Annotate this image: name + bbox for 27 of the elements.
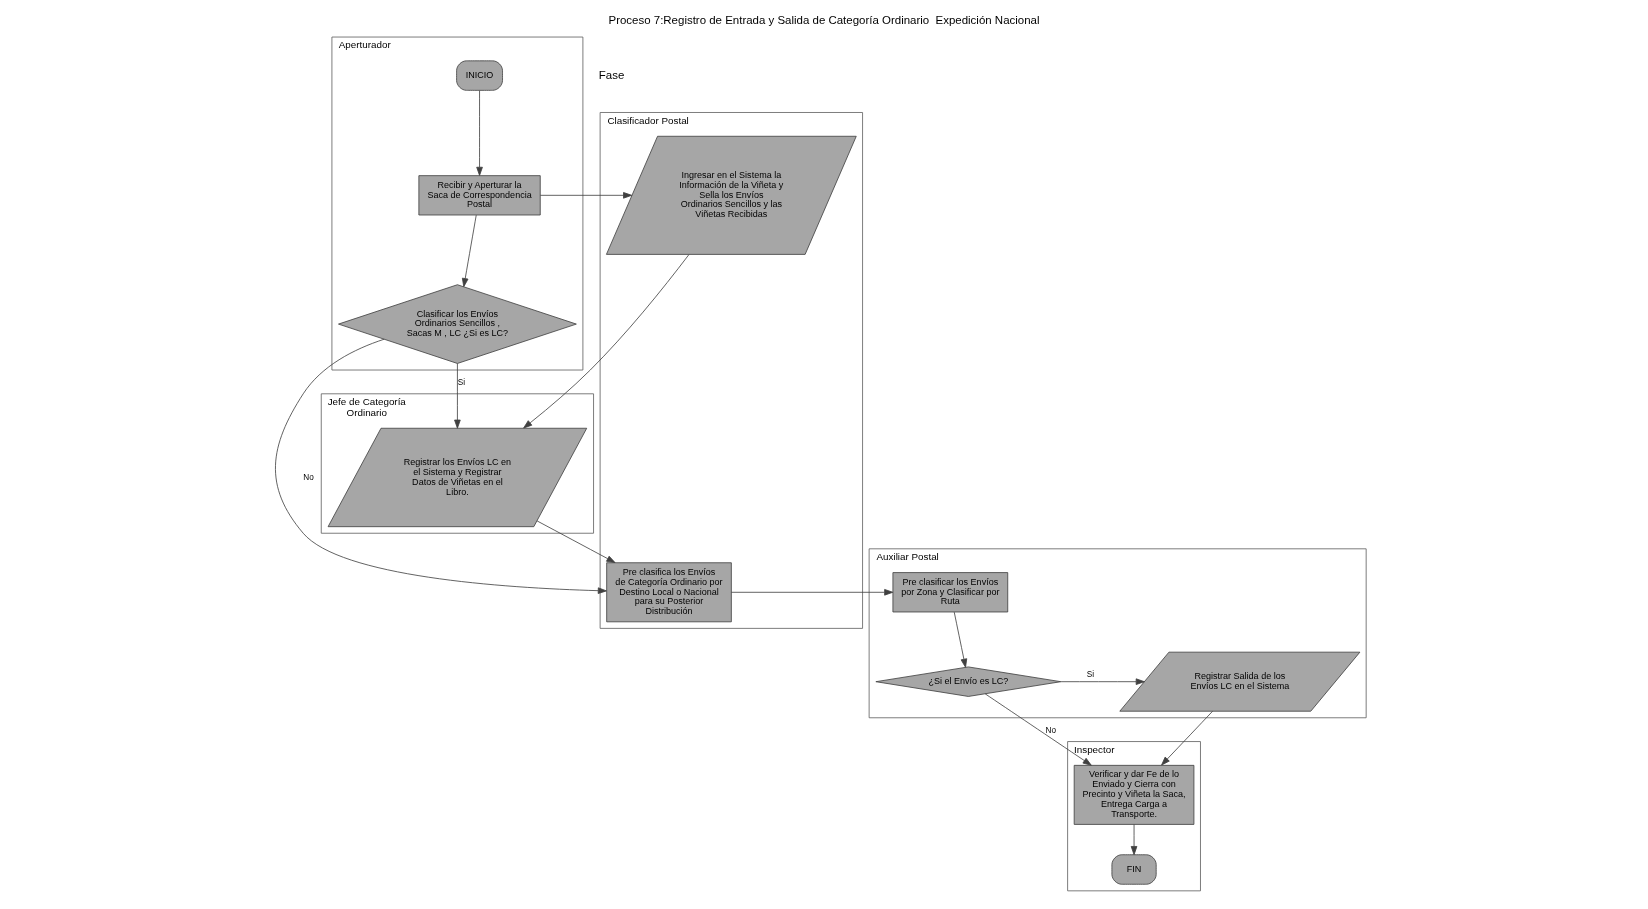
arrow (984, 693, 1092, 766)
node-box: FIN (1111, 854, 1157, 885)
diagram-title: Proceso 7:Registro de Entrada y Salida de Categoría Ordinario Expedición Nacional (608, 14, 1040, 27)
arrow (953, 611, 968, 668)
edge-label: No (303, 472, 314, 482)
node-box: Pre clasifica los Envíos de Categoría Ordinario por Destino Local o Nacional para su Posterior Distribución (606, 562, 732, 623)
arrow (461, 214, 477, 288)
node-box: Recibir y Aperturar la Saca de Correspondencia Postal (418, 175, 541, 216)
arrow (539, 192, 633, 199)
arrow (730, 589, 894, 596)
arrow (1161, 710, 1213, 766)
label: Fase (598, 68, 625, 81)
edge-label: Si (457, 377, 466, 387)
arrow (454, 363, 461, 429)
edge-label: Si (1086, 669, 1095, 679)
edge-label: No (1045, 725, 1057, 735)
node-diamond: ¿Si el Envío es LC? (875, 666, 1062, 697)
node-box: Verificar y dar Fe de lo Enviado y Cierra con Precinto y Viñeta la Saca, Entrega Carga a Transporte. (1073, 764, 1195, 825)
arrow (476, 90, 483, 176)
node-box: INICIO (456, 60, 503, 91)
node-box: Pre clasificar los Envíos por Zona y Clasificar por Ruta (892, 572, 1009, 613)
arrow (275, 338, 607, 594)
arrow (523, 254, 690, 429)
node-diamond: Clasificar los Envíos Ordinarios Sencillos , Sacas M , LC ¿Si es LC? (338, 284, 577, 364)
arrow (1060, 678, 1145, 685)
arrow (536, 520, 616, 563)
arrow (1130, 824, 1138, 856)
